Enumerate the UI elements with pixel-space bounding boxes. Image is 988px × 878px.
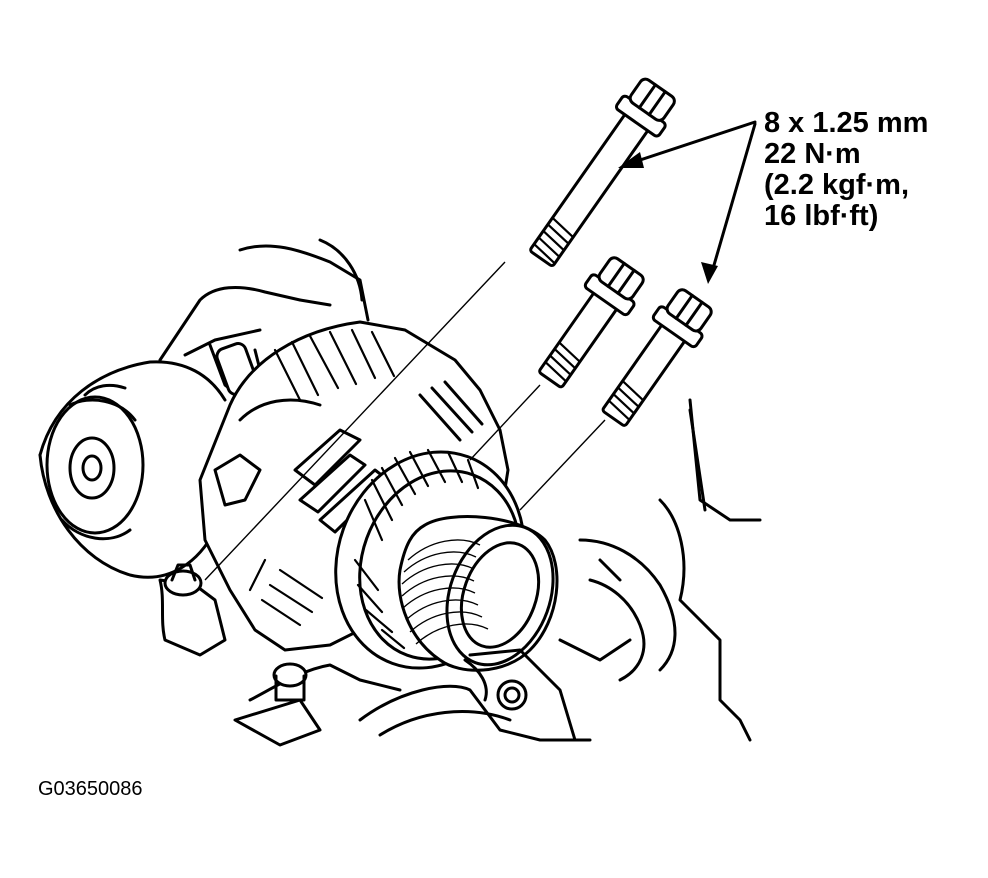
right-structure (558, 398, 762, 742)
figure-id: G03650086 (38, 778, 143, 800)
engine-bracket-left (38, 360, 227, 579)
bolt-short-left (538, 256, 645, 389)
bolt-size-label: 8 x 1.25 mm (764, 107, 929, 139)
arrowhead-upper (618, 152, 644, 168)
torque-callout: 8 x 1.25 mm 22 N·m (2.2 kgf·m, 16 lbf·ft… (764, 108, 928, 232)
torque-nm-label: 22 N·m (764, 138, 861, 170)
arrowhead-lower (701, 262, 718, 284)
bolt-long (529, 77, 676, 267)
bolt-short-right (601, 288, 713, 427)
torque-kgf-label: (2.2 kgf·m, (764, 169, 910, 201)
lower-mount (158, 563, 592, 747)
torque-lbf-label: 16 lbf·ft) (764, 200, 879, 232)
bolt-alignment-lines (204, 261, 606, 581)
callout-leaders (618, 120, 757, 284)
pulley (397, 515, 559, 672)
